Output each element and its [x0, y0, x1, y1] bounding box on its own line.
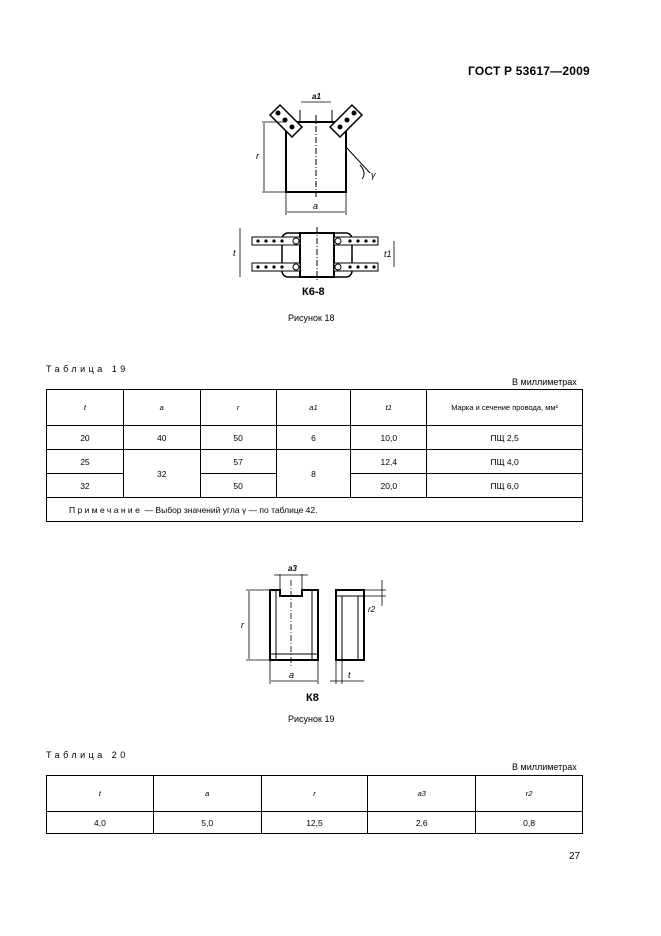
- table-cell: 12,5: [260, 811, 369, 834]
- table-cell: 10,0: [350, 425, 428, 450]
- figure-19-label: К8: [306, 692, 319, 704]
- table-cell: 20,0: [350, 473, 428, 498]
- table-cell: 20: [46, 425, 124, 450]
- table-cell: ПЩ 6,0: [426, 473, 583, 498]
- table-19: t a r a1 t1 Марка и сечение провода, мм²…: [46, 389, 583, 522]
- table-cell: 0,8: [475, 811, 583, 834]
- table-cell: 5,0: [152, 811, 262, 834]
- document-header: ГОСТ Р 53617—2009: [468, 64, 590, 78]
- table-cell: 57: [199, 449, 277, 474]
- table-19-note: Примечание — Выбор значений угла γ — по …: [46, 497, 583, 522]
- table-cell: 8: [275, 449, 352, 498]
- table-cell: 6: [275, 425, 352, 450]
- table-cell: 32: [46, 473, 124, 498]
- figure-19-drawing: a3 r a t r2 К8: [241, 564, 386, 704]
- table-cell: 50: [199, 473, 277, 498]
- dim-r-label: r: [256, 151, 260, 161]
- table-20-header-r2: r2: [475, 775, 583, 812]
- k6-8-side-view: [239, 227, 395, 281]
- table-19-header-r: r: [199, 389, 277, 426]
- table-row: 20 40 50 6 10,0 ПЩ 2,5: [46, 425, 583, 450]
- dim-gamma-label: γ: [371, 170, 376, 180]
- table-cell: ПЩ 2,5: [426, 425, 583, 450]
- figure-18-label: К6-8: [302, 286, 325, 298]
- table-cell: 4,0: [46, 811, 154, 834]
- k8-front-view: [246, 574, 319, 684]
- page-number: 27: [569, 851, 581, 862]
- table-19-header-a1: a1: [275, 389, 352, 426]
- table-cell: 50: [199, 425, 277, 450]
- table-cell: 2,6: [367, 811, 477, 834]
- table-20-header-t: t: [46, 775, 154, 812]
- table-19-header-t1: t1: [350, 389, 428, 426]
- table-cell: ПЩ 4,0: [426, 449, 583, 474]
- table-cell: 12,4: [350, 449, 428, 474]
- dim-t-label: t: [348, 670, 351, 680]
- k8-side-view: [330, 580, 386, 684]
- table-row: 32 50 20,0 ПЩ 6,0: [46, 473, 583, 498]
- table-20-header-a3: a3: [367, 775, 477, 812]
- dim-a-label: a: [289, 670, 294, 680]
- table-cell: 40: [122, 425, 201, 450]
- table-19-header-wire: Марка и сечение провода, мм²: [426, 389, 583, 426]
- table-20-header-r: r: [260, 775, 369, 812]
- dim-r2-label: r2: [368, 605, 376, 614]
- figure-19-caption: Рисунок 19: [288, 714, 335, 724]
- table-20: t a r a3 r2 4,0 5,0 12,5 2,6 0,8: [46, 775, 583, 834]
- k6-8-top-view: [262, 101, 371, 215]
- note-text: — Выбор значений угла γ — по таблице 42.: [142, 504, 318, 515]
- table-20-header-a: a: [152, 775, 262, 812]
- figure-18-drawing: a1 r γ a t t1 К6-8: [233, 92, 395, 298]
- table-20-units: В миллиметрах: [512, 762, 577, 772]
- figure-18-caption: Рисунок 18: [288, 313, 335, 323]
- dim-r-label: r: [241, 620, 245, 630]
- table-19-header-a: a: [122, 389, 201, 426]
- table-20-title: Таблица 20: [46, 750, 129, 760]
- table-19-title: Таблица 19: [46, 364, 129, 374]
- note-label: Примечание: [69, 504, 143, 515]
- dim-a1-label: a1: [312, 92, 321, 101]
- table-cell: 32: [122, 449, 201, 498]
- table-row: 4,0 5,0 12,5 2,6 0,8: [46, 811, 583, 834]
- table-row: 25 32 57 8 12,4 ПЩ 4,0: [46, 449, 583, 498]
- table-19-units: В миллиметрах: [512, 377, 577, 387]
- dim-t1-label: t1: [384, 249, 392, 259]
- table-cell: 25: [46, 449, 124, 474]
- dim-a3-label: a3: [288, 564, 297, 573]
- dim-a-label: a: [313, 201, 318, 211]
- table-19-header-t: t: [46, 389, 124, 426]
- dim-t-label: t: [233, 248, 236, 258]
